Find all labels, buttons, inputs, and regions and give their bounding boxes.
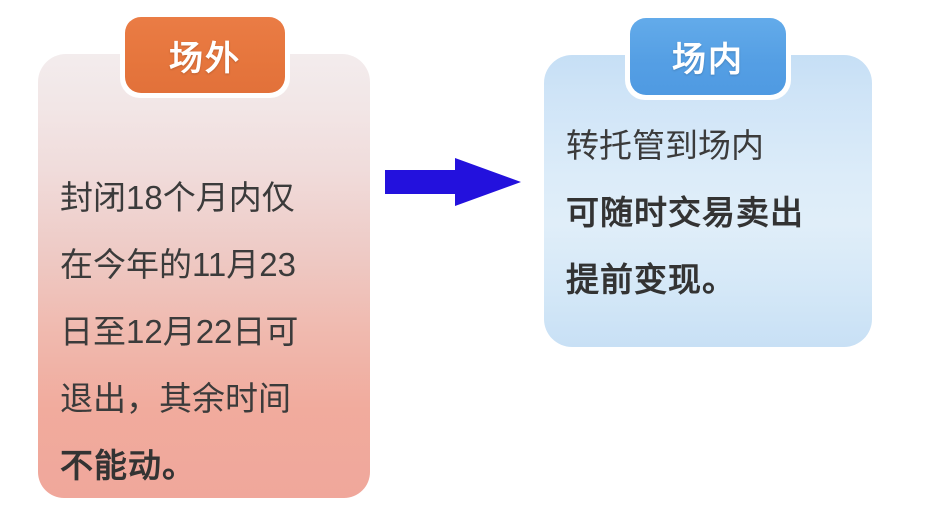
left-card-line-5: 不能动。 xyxy=(60,447,196,484)
left-card-text-block: 封闭18个月内仅 在今年的11月23 日至12月22日可 退出，其余时间 不能动… xyxy=(38,164,370,499)
left-card-line-3: 日至12月22日可 xyxy=(60,313,299,350)
right-card-exchange: 转托管到场内 可随时交易卖出 提前变现。 xyxy=(544,55,872,347)
right-card-badge-exchange[interactable]: 场内 xyxy=(630,18,786,95)
right-card-line-1: 转托管到场内 xyxy=(566,127,764,164)
left-card-line-4: 退出，其余时间 xyxy=(60,380,291,417)
left-card-line-1: 封闭18个月内仅 xyxy=(60,179,295,216)
left-card-line-2: 在今年的11月23 xyxy=(60,246,296,283)
flow-arrow xyxy=(385,157,521,207)
left-card-badge-otc[interactable]: 场外 xyxy=(125,17,285,93)
right-card-line-3: 提前变现。 xyxy=(566,261,736,298)
right-card-line-2: 可随时交易卖出 xyxy=(566,194,804,231)
left-card-otc: 封闭18个月内仅 在今年的11月23 日至12月22日可 退出，其余时间 不能动… xyxy=(38,54,370,498)
right-arrow-icon xyxy=(385,158,521,206)
right-card-text-block: 转托管到场内 可随时交易卖出 提前变现。 xyxy=(544,112,872,313)
right-card-badge-ring: 场内 xyxy=(625,13,791,100)
left-card-badge-ring: 场外 xyxy=(120,12,290,98)
